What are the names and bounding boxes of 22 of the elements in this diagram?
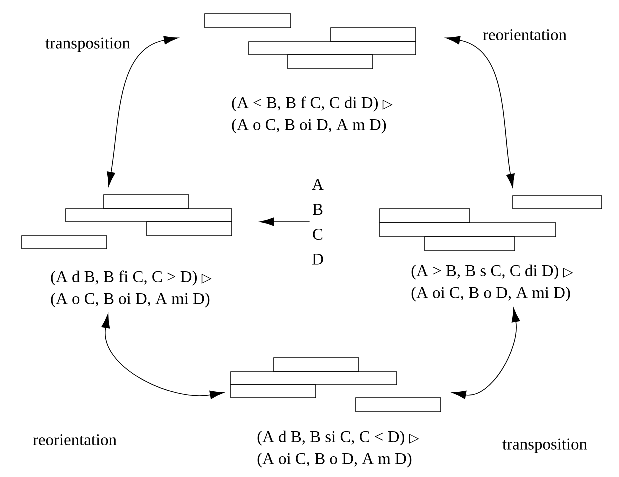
arrow: [260, 218, 310, 226]
double-arrow: [102, 314, 224, 400]
double-arrow: [452, 308, 520, 400]
interval-configuration: (A > B, B s C, C di D) ▷ (A oi C, B o D, A mi D): [380, 196, 602, 302]
node-label: (A o C, B oi D, A mi D): [51, 292, 210, 308]
edge-label: transposition: [502, 438, 588, 454]
interval-configuration: (A d B, B si C, C < D) ▷ (A oi C, B o D, A m D): [230, 358, 442, 468]
edge-label: reorientation: [33, 434, 117, 446]
node-label: (A o C, B oi D, A m D): [232, 118, 386, 134]
edge-label: transposition: [46, 38, 130, 52]
node-label: (A > B, B s C, C di D) ▷: [412, 264, 574, 280]
double-arrow: [446, 36, 515, 188]
edge-label: reorientation: [483, 29, 567, 40]
double-arrow: [107, 36, 178, 186]
node-label: (A oi C, B o D, A mi D): [412, 286, 570, 302]
node-label: (A oi C, B o D, A m D): [258, 452, 412, 468]
letter-stack: A B C D: [312, 179, 324, 265]
node-label: (A d B, B fi C, C > D) ▷: [51, 270, 212, 286]
interval-configuration: (A d B, B fi C, C > D) ▷ (A o C, B oi D, A mi D): [22, 194, 232, 308]
interval-configuration: (A < B, B f C, C di D) ▷ (A o C, B oi D, A m D): [204, 14, 416, 134]
node-label: (A < B, B f C, C di D) ▷: [232, 96, 393, 112]
node-label: (A d B, B si C, C < D) ▷: [258, 430, 420, 446]
